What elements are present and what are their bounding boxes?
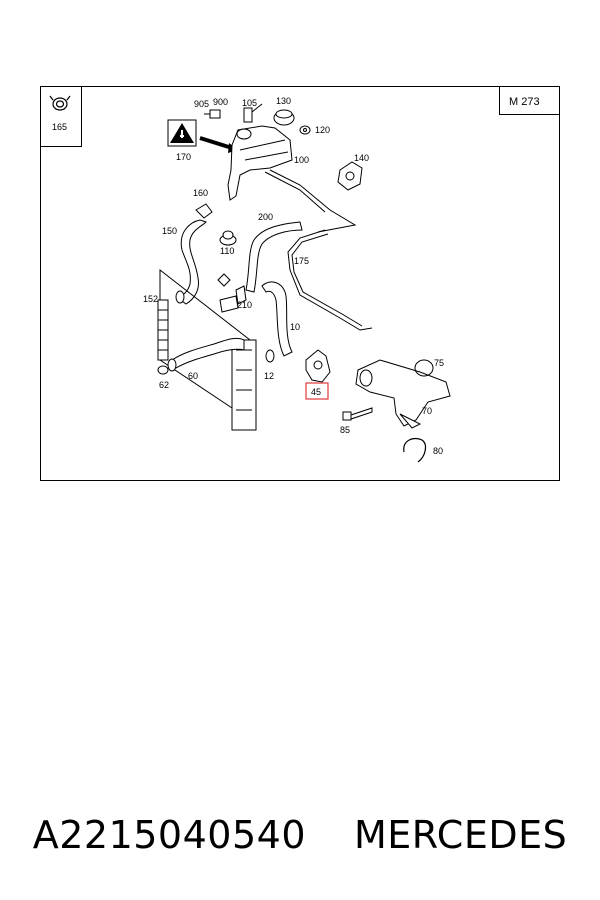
callout-10: 10 [290,322,300,332]
o-ring-75 [414,359,434,377]
callout-175: 175 [294,256,309,266]
hose-210 [217,273,247,313]
callout-70: 70 [422,406,432,416]
callout-170: 170 [176,152,191,162]
callout-152: 152 [143,294,158,304]
hose-10 [261,281,293,357]
hose-60 [171,337,245,369]
inset-label: 165 [52,122,67,132]
engine-label-box [499,86,560,115]
vent-line-2 [264,171,326,213]
callout-905: 905 [194,99,209,109]
hose-150 [175,203,213,305]
cap-110 [219,230,237,246]
o-ring-12 [265,349,275,363]
hose-200 [245,221,303,293]
brand-name: MERCEDES [354,813,568,857]
connector-plug [204,103,263,123]
callout-75: 75 [434,358,444,368]
warning-triangle-icon [167,119,197,147]
caption: A2215040540 MERCEDES [0,800,600,870]
callout-110: 110 [220,246,234,256]
callout-130: 130 [276,96,291,106]
callout-200: 200 [258,212,273,222]
callout-60: 60 [188,371,198,381]
highlight-box [305,382,329,400]
callout-12: 12 [264,371,274,381]
callout-80: 80 [433,446,443,456]
callout-900: 900 [213,97,228,107]
sensor-120 [299,125,311,135]
line-175b [291,233,363,327]
hose-end [167,358,177,372]
part-45-bracket [305,349,331,383]
hose-clamp-icon [49,95,71,111]
inset-box [40,86,82,147]
callout-62: 62 [159,380,169,390]
seal-strip-62 [157,299,169,375]
part-number: A2215040540 [32,813,306,857]
callout-45: 45 [311,387,321,397]
diagram-frame [40,86,560,481]
clip-80 [403,437,427,463]
callout-105: 105 [242,98,257,108]
callout-150: 150 [162,226,177,236]
bracket-140 [337,161,363,191]
callout-120: 120 [315,125,330,135]
callout-85: 85 [340,425,350,435]
expansion-tank [227,125,293,201]
parts-diagram: 165 M 273 [40,86,560,481]
tank-cap [273,109,295,126]
callout-210: 210 [237,300,252,310]
line-175 [287,229,373,331]
pointer-arrow-icon [199,136,233,150]
engine-label: M 273 [509,96,540,108]
callout-100: 100 [294,155,309,165]
bolt-85 [342,407,373,421]
vent-line [269,169,357,233]
thermostat-housing-70 [355,359,451,429]
callout-160: 160 [193,188,208,198]
callout-140: 140 [354,153,369,163]
